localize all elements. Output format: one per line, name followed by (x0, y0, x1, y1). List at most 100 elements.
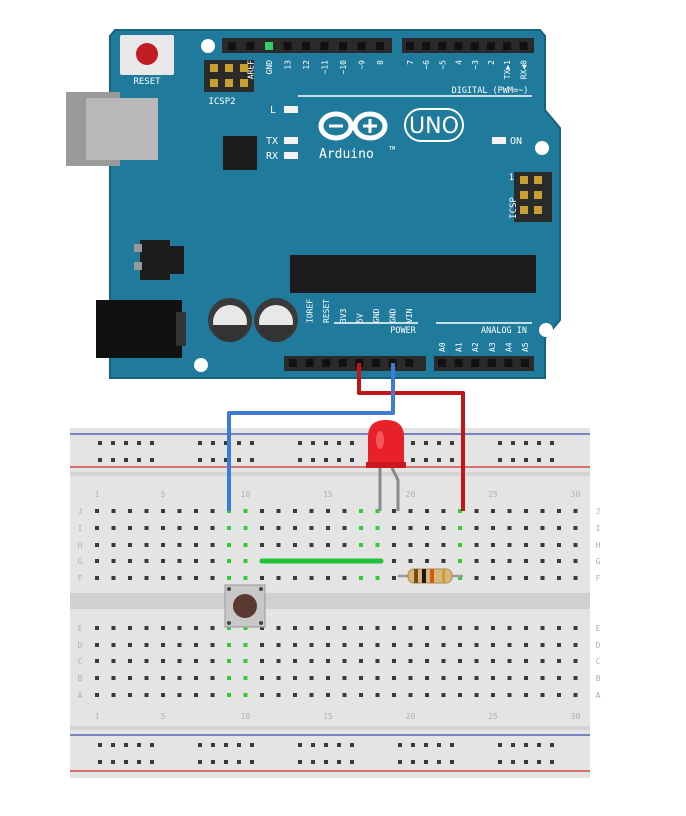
breadboard-hole (474, 576, 479, 580)
breadboard-hole (392, 626, 396, 630)
breadboard-hole (392, 509, 396, 513)
breadboard-hole (309, 659, 314, 663)
rail-hole (350, 760, 354, 764)
column-number-label: 5 (161, 712, 166, 721)
breadboard-hole (243, 626, 248, 630)
pushbutton-cap[interactable] (233, 594, 257, 618)
breadboard-hole (392, 643, 396, 647)
rail-hole (224, 760, 228, 764)
rail-hole (311, 441, 315, 445)
breadboard-hole (392, 576, 396, 580)
rail-hole (198, 458, 202, 462)
breadboard-hole (540, 659, 545, 663)
header-pin (438, 359, 446, 367)
rail-hole (311, 458, 315, 462)
breadboard-hole (95, 509, 99, 513)
breadboard-hole (392, 659, 396, 663)
breadboard-hole (557, 643, 561, 647)
breadboard-hole (375, 659, 380, 663)
breadboard-hole (392, 543, 396, 547)
breadboard-hole (474, 559, 479, 563)
breadboard-hole (458, 526, 462, 530)
breadboard-hole (507, 576, 512, 580)
breadboard-hole (177, 693, 182, 697)
breadboard-hole (194, 509, 198, 513)
breadboard-hole (392, 526, 396, 530)
breadboard-hole (375, 543, 380, 547)
breadboard-hole (540, 676, 545, 680)
breadboard-hole (210, 659, 215, 663)
dc-power-jack (96, 300, 182, 358)
header-pin (376, 42, 384, 50)
breadboard-hole (95, 626, 99, 630)
breadboard-hole (111, 559, 116, 563)
row-letter-label: J (596, 507, 601, 516)
breadboard-hole (95, 526, 99, 530)
breadboard-hole (425, 659, 429, 663)
breadboard-hole (441, 559, 446, 563)
breadboard-hole (95, 676, 99, 680)
breadboard-hole (491, 626, 495, 630)
breadboard-hole (408, 526, 413, 530)
breadboard-hole (243, 559, 248, 563)
breadboard-hole (441, 643, 446, 647)
rail-hole (350, 743, 354, 747)
breadboard-hole (441, 543, 446, 547)
breadboard-hole (194, 643, 198, 647)
header-pin (322, 359, 331, 367)
breadboard-hole (161, 659, 165, 663)
rail-hole (437, 458, 441, 462)
rail-hole (524, 458, 528, 462)
breadboard-hole (474, 543, 479, 547)
rail-hole (111, 743, 115, 747)
header-pin (372, 359, 380, 367)
reset-button-cap[interactable] (136, 43, 158, 65)
breadboard-hole (293, 643, 297, 647)
breadboard-hole (326, 676, 330, 680)
breadboard-hole (524, 659, 528, 663)
breadboard-hole (425, 559, 429, 563)
tx-label: TX (266, 136, 278, 147)
breadboard-hole (227, 576, 231, 580)
breadboard-hole (507, 676, 512, 680)
rail-hole (298, 760, 302, 764)
row-letter-label: G (596, 557, 601, 566)
pushbutton[interactable] (224, 584, 266, 628)
breadboard-hole (408, 543, 413, 547)
rail-hole (137, 458, 141, 462)
rail-hole (550, 441, 554, 445)
breadboard-hole (441, 509, 446, 513)
usb-chip (223, 136, 257, 170)
breadboard-hole (458, 676, 462, 680)
header-pin (406, 42, 414, 50)
breadboard-hole (573, 526, 578, 530)
breadboard-hole (557, 676, 561, 680)
header-pin (454, 359, 463, 367)
breadboard-hole (194, 693, 198, 697)
breadboard-hole (507, 509, 512, 513)
icsp2-pin (225, 79, 233, 87)
header-pin (471, 359, 480, 367)
icsp-pin (520, 191, 528, 199)
breadboard-hole (408, 559, 413, 563)
mounting-hole (194, 358, 208, 372)
rail-hole (150, 458, 154, 462)
pin-label: ~11 (321, 60, 330, 75)
breadboard-hole (359, 643, 363, 647)
breadboard-hole (491, 543, 495, 547)
breadboard-hole (491, 693, 495, 697)
rail-hole (98, 441, 102, 445)
pin-label: IOREF (306, 299, 315, 323)
pin-label: ~9 (358, 60, 367, 70)
rail-hole (537, 458, 541, 462)
breadboard-hole (243, 676, 248, 680)
breadboard-hole (458, 626, 462, 630)
breadboard-hole (128, 543, 132, 547)
header-pin (487, 42, 495, 50)
pin-label: GND (265, 60, 274, 75)
arduino-logo-icon (318, 111, 388, 141)
breadboard-hole (144, 526, 149, 530)
breadboard-hole (524, 526, 528, 530)
rail-hole (398, 743, 402, 747)
